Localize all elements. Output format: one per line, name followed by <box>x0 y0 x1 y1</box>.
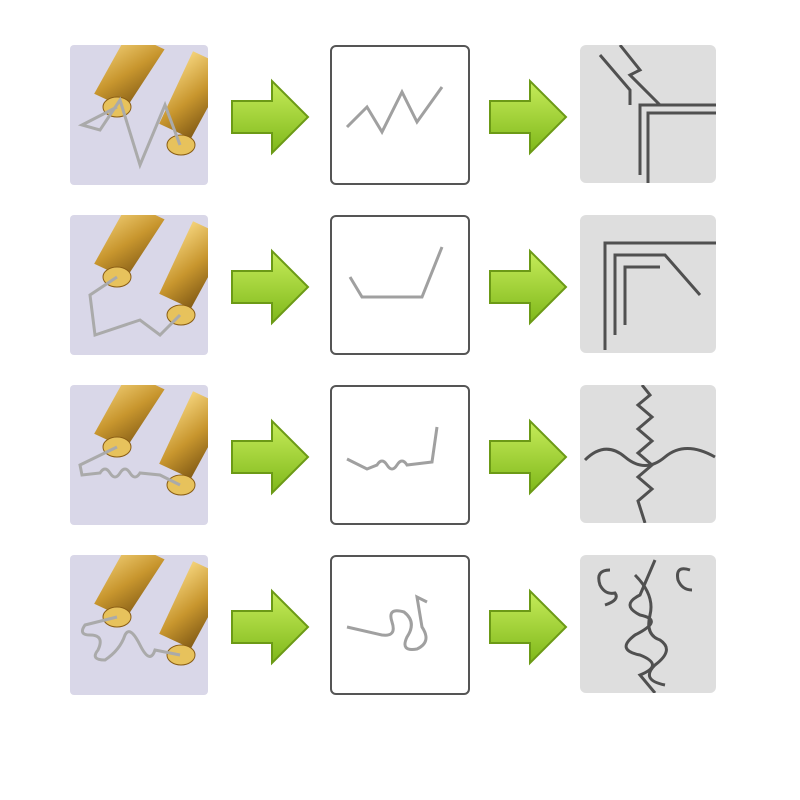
tool-image-s-wave <box>70 555 208 695</box>
joint-corner-wave-icon <box>580 45 716 183</box>
arrow-right-icon <box>486 247 570 327</box>
staple-row-s-wave <box>0 555 800 697</box>
arrow-right-icon <box>228 417 312 497</box>
tool-image-v-corner <box>70 215 208 355</box>
arrow-right-icon <box>486 77 570 157</box>
staple-row-v-corner <box>0 215 800 357</box>
staple-row-flat <box>0 385 800 527</box>
joint-s-wave-icon <box>580 555 716 693</box>
staple-wave-icon <box>330 45 470 185</box>
tool-image-flat <box>70 385 208 525</box>
arrow-right-icon <box>228 77 312 157</box>
arrow-right-icon <box>486 587 570 667</box>
staple-row-wave <box>0 45 800 187</box>
joint-corner-v-icon <box>580 215 716 353</box>
staple-v-corner-icon <box>330 215 470 355</box>
arrow-right-icon <box>228 587 312 667</box>
arrow-right-icon <box>486 417 570 497</box>
staple-s-wave-icon <box>330 555 470 695</box>
tool-image-wave <box>70 45 208 185</box>
arrow-right-icon <box>228 247 312 327</box>
joint-cross-icon <box>580 385 716 523</box>
staple-flat-icon <box>330 385 470 525</box>
